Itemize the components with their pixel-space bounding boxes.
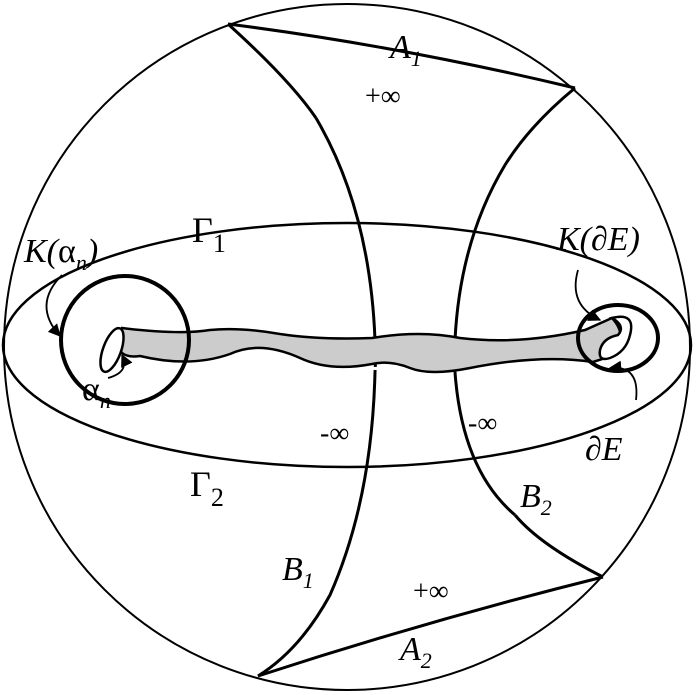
label-gamma2: Γ2 — [190, 464, 224, 512]
b2-surface-curve-upper — [453, 164, 507, 341]
arrow-k-alpha-n — [45, 274, 63, 337]
b1-surface-curve-upper — [314, 117, 377, 341]
arrow-de — [608, 360, 638, 401]
label-plus-inf-top: +∞ — [365, 81, 401, 112]
label-plus-inf-bottom: +∞ — [413, 576, 449, 607]
equator-ellipse — [1, 221, 693, 469]
label-k-alpha-n: K(αn) — [23, 233, 98, 275]
arrow-k-de — [574, 269, 602, 321]
label-minus-inf-left: -∞ — [320, 418, 349, 449]
b1-surface-curve-lower — [257, 371, 377, 678]
label-minus-inf-right: -∞ — [468, 408, 497, 439]
a2-boundary-bottom — [257, 575, 604, 678]
k-alpha-n-circle — [59, 274, 191, 406]
label-gamma1: Γ1 — [192, 210, 226, 258]
label-b1: B1 — [282, 551, 314, 593]
label-a1: A1 — [388, 29, 422, 71]
tube-left-opening — [99, 326, 125, 374]
tube-right-opening — [598, 315, 633, 361]
b2-surface-curve-lower — [453, 371, 516, 517]
label-de: ∂E — [585, 431, 623, 468]
a1-boundary-top — [227, 22, 576, 90]
end-tube-surface — [117, 316, 622, 374]
label-k-de: K(∂E) — [556, 221, 640, 258]
a2-boundary-right — [513, 514, 604, 579]
a1-boundary-right — [503, 86, 576, 166]
a1-boundary-left — [226, 22, 318, 119]
label-a2: A2 — [398, 631, 432, 673]
label-alpha-n: αn — [82, 371, 111, 413]
label-b2: B2 — [520, 478, 552, 520]
arrow-alpha-n — [107, 353, 133, 379]
